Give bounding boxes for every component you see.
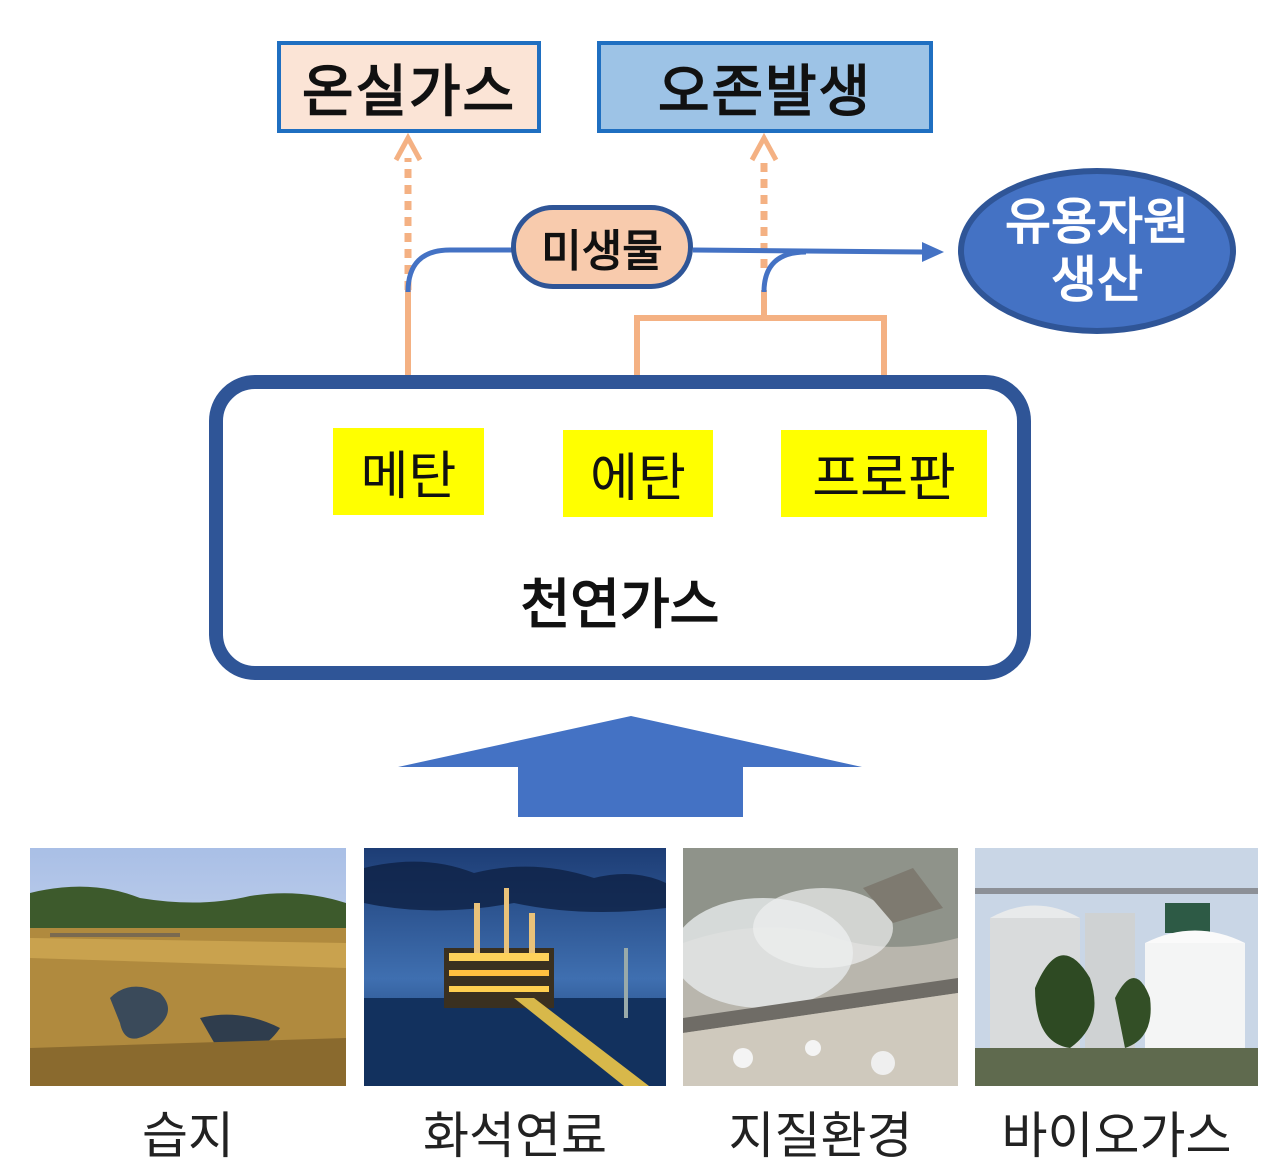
ethane-to-resource-curve	[761, 249, 807, 293]
microbe-to-resource-line	[692, 247, 926, 255]
geological-environment-caption: 지질환경	[728, 1107, 913, 1165]
ethane-box: 에탄	[563, 430, 713, 517]
methane-box: 메탄	[333, 428, 484, 515]
resource-line1: 유용자원	[1005, 193, 1189, 251]
greenhouse-gas-label: 온실가스	[301, 59, 517, 125]
geological-environment-photo	[683, 848, 958, 1086]
propane-label: 프로판	[812, 449, 956, 509]
source-up-arrow	[398, 716, 862, 817]
methane-label: 메탄	[360, 447, 457, 507]
fossil-fuel-caption: 화석연료	[423, 1107, 607, 1165]
resource-line2: 생산	[1051, 251, 1143, 309]
propane-box: 프로판	[781, 430, 987, 517]
wetland-caption: 습지	[142, 1107, 234, 1165]
biogas-caption: 바이오가스	[1001, 1107, 1232, 1165]
fossil-fuel-photo	[364, 848, 666, 1086]
resource-production-node: 유용자원 생산	[958, 168, 1236, 334]
wetland-photo	[30, 848, 346, 1086]
ozone-arrowhead	[749, 132, 779, 162]
biogas-photo	[975, 848, 1258, 1086]
resource-arrowhead	[922, 242, 944, 262]
ozone-formation-label: 오존발생	[657, 59, 873, 125]
greenhouse-gas-box: 온실가스	[277, 41, 541, 133]
greenhouse-arrowhead	[393, 132, 423, 162]
microbe-node: 미생물	[511, 205, 693, 289]
ethane-propane-line	[634, 315, 887, 430]
natural-gas-container	[209, 375, 1031, 680]
ethane-label: 에탄	[590, 449, 686, 509]
natural-gas-label: 천연가스	[520, 573, 720, 636]
microbe-label: 미생물	[541, 226, 663, 277]
methane-to-microbe-curve	[405, 247, 512, 293]
ozone-formation-box: 오존발생	[597, 41, 933, 133]
